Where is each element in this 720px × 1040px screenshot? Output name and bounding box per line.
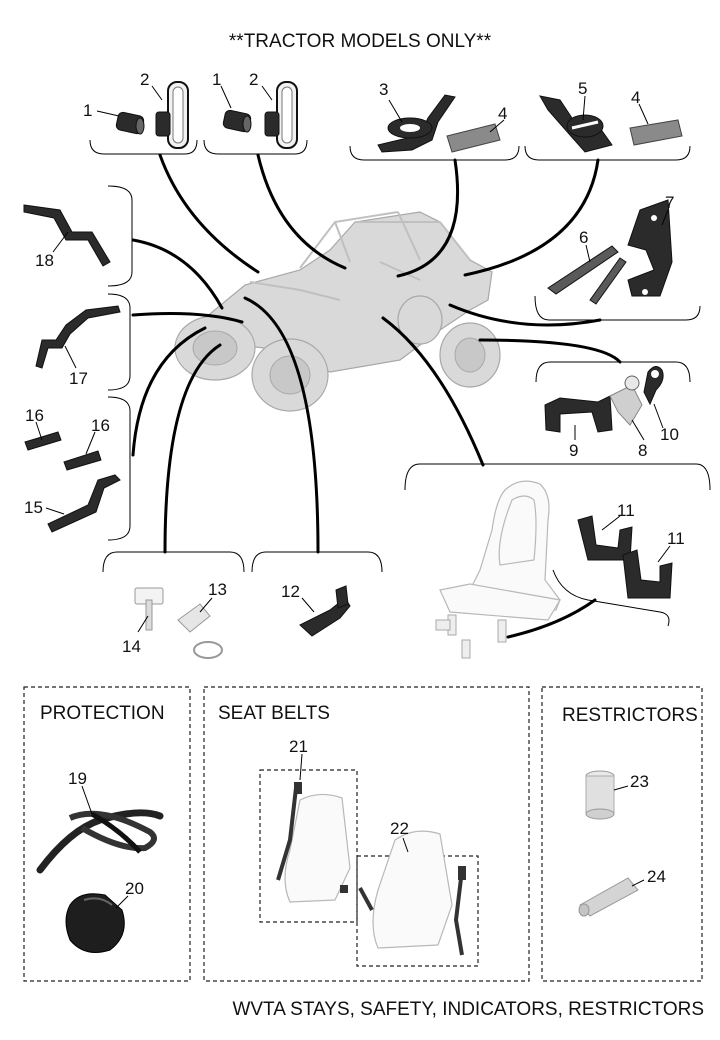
group-brace-18 xyxy=(107,185,133,287)
part-1-mirror-clamp xyxy=(115,109,252,135)
group-brace-seat xyxy=(404,463,711,491)
callout-16: 16 xyxy=(91,416,110,435)
callout-21: 21 xyxy=(289,737,308,756)
group-brace-15-16 xyxy=(107,396,131,541)
callout-9: 9 xyxy=(569,441,578,460)
callout-17: 17 xyxy=(69,369,88,388)
part-18-bracket xyxy=(23,204,111,267)
part-7-plate-bracket xyxy=(627,199,673,297)
part-3-indicator-bracket xyxy=(377,94,456,153)
callout-19: 19 xyxy=(68,769,87,788)
group-brace-1-2-left xyxy=(89,139,198,155)
callout-20: 20 xyxy=(125,879,144,898)
callout-pointers xyxy=(35,85,671,909)
callout-14: 14 xyxy=(122,637,141,656)
part-23-restrictor-sleeve xyxy=(585,770,615,820)
part-6-stay-rod xyxy=(547,245,627,305)
part-21-box xyxy=(259,769,358,923)
callout-labels: 1 2 1 2 3 4 5 4 6 7 18 17 16 16 15 9 8 1… xyxy=(24,70,685,898)
callout-6: 6 xyxy=(579,228,588,247)
part-11-seat-bracket xyxy=(577,515,673,599)
callout-2: 2 xyxy=(140,70,149,89)
part-20-nut-cap xyxy=(65,893,125,953)
callout-13: 13 xyxy=(208,580,227,599)
callout-24: 24 xyxy=(647,867,666,886)
callout-1: 1 xyxy=(83,101,92,120)
footer-title: WVTA STAYS, SAFETY, INDICATORS, RESTRICT… xyxy=(232,999,704,1020)
leader-lines xyxy=(131,153,622,639)
part-5-indicator-bracket xyxy=(539,95,613,153)
part-2-mirror xyxy=(155,81,298,149)
part-10-switch xyxy=(643,366,664,406)
group-brace-1-2-right xyxy=(203,139,308,155)
group-brace-3-4 xyxy=(349,145,520,161)
callout-3: 3 xyxy=(379,80,388,99)
section-protection-box xyxy=(23,686,191,982)
callout-11: 11 xyxy=(667,529,685,548)
vehicle-illustration xyxy=(174,211,501,412)
callout-15: 15 xyxy=(24,498,43,517)
callout-2: 2 xyxy=(249,70,258,89)
group-brace-13-14 xyxy=(102,551,245,573)
group-brace-8-10 xyxy=(535,361,691,383)
part-4-reflector xyxy=(446,119,683,153)
section-protection-title: PROTECTION xyxy=(40,703,165,724)
callout-22: 22 xyxy=(390,819,409,838)
callout-11: 11 xyxy=(617,501,635,520)
callout-5: 5 xyxy=(578,79,587,98)
callout-18: 18 xyxy=(35,251,54,270)
callout-8: 8 xyxy=(638,441,647,460)
callout-1: 1 xyxy=(212,70,221,89)
part-15-stay xyxy=(47,474,121,533)
callout-23: 23 xyxy=(630,772,649,791)
part-16-plate xyxy=(24,431,102,471)
part-24-restrictor-insert xyxy=(578,877,639,917)
section-restrictors-title: RESTRICTORS xyxy=(562,705,698,726)
group-brace-11 xyxy=(552,569,670,627)
seat-illustration xyxy=(435,480,561,659)
section-restrictors-box xyxy=(541,686,703,982)
part-8-horn xyxy=(609,375,643,426)
part-12-bracket xyxy=(299,585,351,637)
section-seat-belts-title: SEAT BELTS xyxy=(218,703,330,724)
group-brace-17 xyxy=(107,293,131,391)
group-brace-5-4 xyxy=(524,145,691,161)
part-22-seat-belt xyxy=(358,830,466,956)
callout-7: 7 xyxy=(665,193,674,212)
part-14-pin xyxy=(134,587,164,631)
group-brace-6-7 xyxy=(534,295,701,321)
part-17-bracket xyxy=(35,305,121,369)
part-21-seat-belt xyxy=(276,782,351,903)
part-13-lynch-pin xyxy=(177,603,223,659)
header-title: **TRACTOR MODELS ONLY** xyxy=(229,31,492,52)
part-19-hose xyxy=(36,809,164,874)
group-brace-12 xyxy=(251,551,383,573)
callout-16: 16 xyxy=(25,406,44,425)
callout-4: 4 xyxy=(631,88,640,107)
section-seat-belts-box xyxy=(203,686,530,982)
callout-10: 10 xyxy=(660,425,679,444)
part-9-mount-block xyxy=(544,395,613,433)
callout-4: 4 xyxy=(498,104,507,123)
callout-12: 12 xyxy=(281,582,300,601)
part-22-box xyxy=(356,855,479,967)
